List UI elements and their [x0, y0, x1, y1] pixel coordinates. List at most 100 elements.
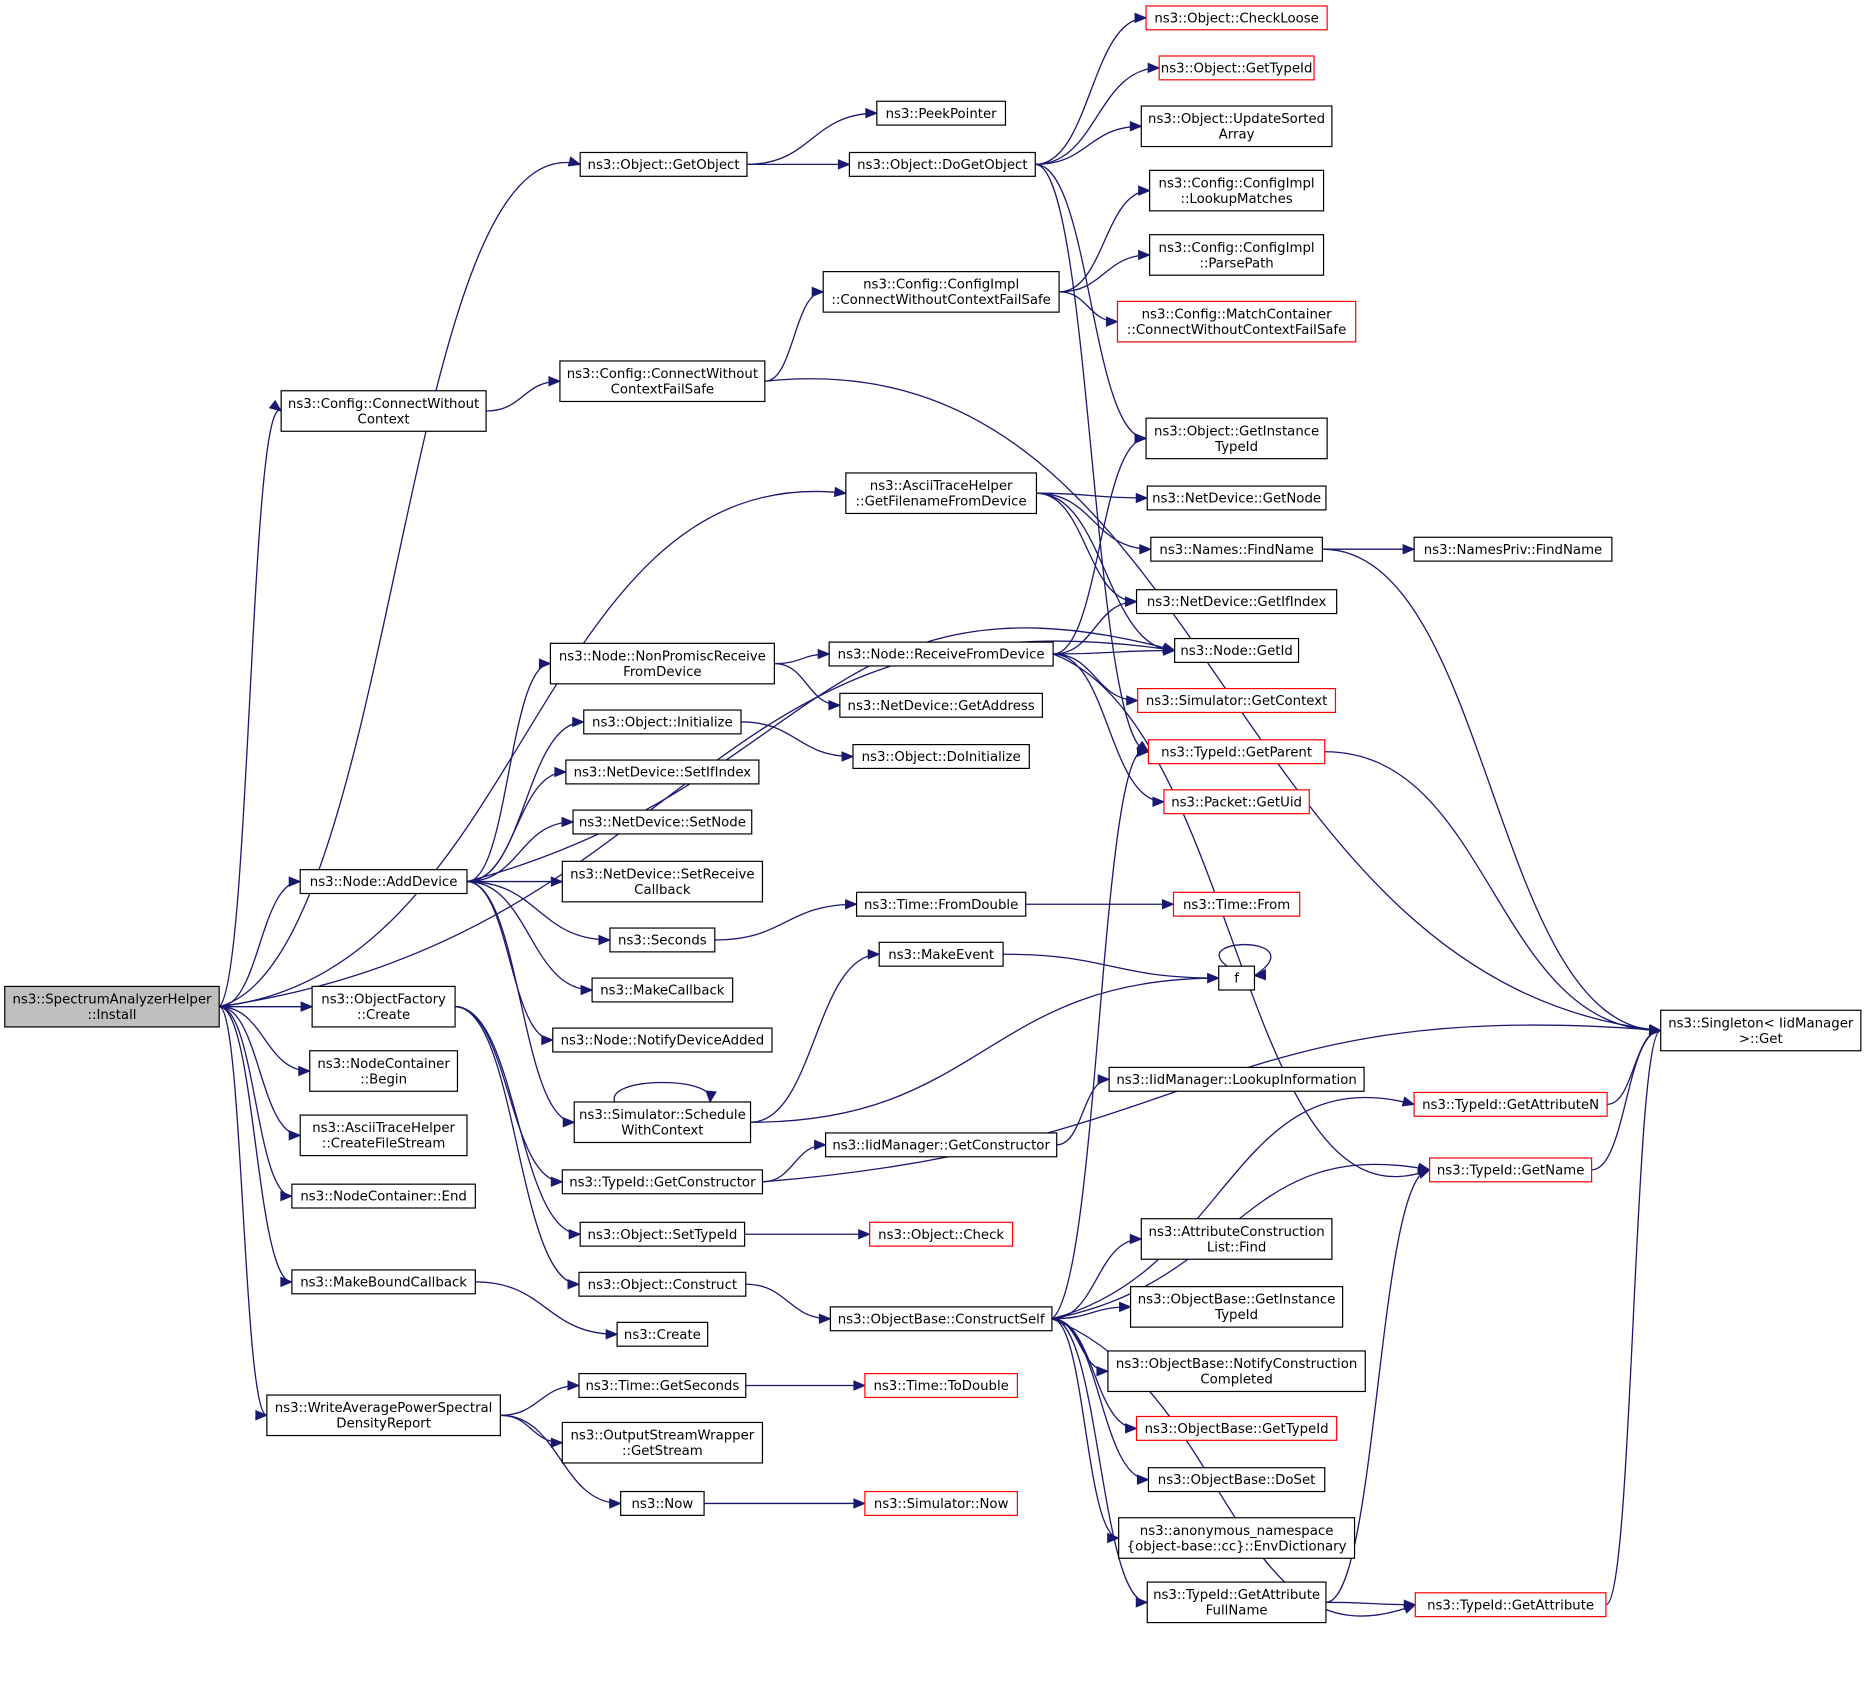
node-ndGetIfIndex[interactable]: ns3::NetDevice::GetIfIndex — [1135, 589, 1338, 615]
node-box — [578, 1372, 747, 1399]
node-box — [864, 1372, 1018, 1399]
node-makeBoundCallback[interactable]: ns3::MakeBoundCallback — [291, 1269, 476, 1295]
node-typeIdGetName[interactable]: ns3::TypeId::GetName — [1428, 1157, 1593, 1183]
node-timeGetSeconds[interactable]: ns3::Time::GetSeconds — [578, 1372, 747, 1399]
node-objCheck[interactable]: ns3::Object::Check — [869, 1221, 1014, 1247]
node-now[interactable]: ns3::Now — [620, 1490, 705, 1516]
edge-constructSelf-to-typeIdGetAttrN — [1051, 1097, 1415, 1320]
arrowhead-receiveFromDevice — [817, 648, 831, 660]
node-singletonGet[interactable]: ns3::Singleton< IidManager>::Get — [1660, 1009, 1862, 1052]
node-simGetContext[interactable]: ns3::Simulator::GetContext — [1137, 687, 1337, 714]
node-iidGetConstructor[interactable]: ns3::IidManager::GetConstructor — [824, 1132, 1058, 1158]
node-namesFind[interactable]: ns3::Names::FindName — [1150, 536, 1323, 562]
node-create[interactable]: ns3::Create — [616, 1321, 709, 1347]
node-typeIdGetAttr[interactable]: ns3::TypeId::GetAttribute — [1414, 1592, 1607, 1618]
node-label: ns3::Object::SetTypeId — [587, 1228, 737, 1243]
edge-receiveFromDevice-to-packetGetUid — [1053, 653, 1164, 803]
node-receiveFromDevice[interactable]: ns3::Node::ReceiveFromDevice — [828, 641, 1054, 667]
node-objGetTypeId[interactable]: ns3::Object::GetTypeId — [1158, 55, 1315, 81]
node-ndGetAddress[interactable]: ns3::NetDevice::GetAddress — [839, 692, 1044, 718]
edge-simSchedule-to-f — [750, 977, 1219, 1123]
node-iidLookup[interactable]: ns3::IidManager::LookupInformation — [1108, 1066, 1365, 1092]
node-writeAvg[interactable]: ns3::WriteAveragePowerSpectralDensityRep… — [266, 1394, 501, 1437]
node-matchContainer[interactable]: ns3::Config::MatchContainer::ConnectWith… — [1116, 300, 1357, 343]
node-nodeGetId[interactable]: ns3::Node::GetId — [1174, 637, 1300, 663]
node-objSetTypeId[interactable]: ns3::Object::SetTypeId — [579, 1221, 746, 1247]
node-nodeNotify[interactable]: ns3::Node::NotifyDeviceAdded — [552, 1027, 773, 1053]
node-ndSetNode[interactable]: ns3::NetDevice::SetNode — [572, 809, 753, 835]
node-nodeAddDevice[interactable]: ns3::Node::AddDevice — [299, 869, 468, 895]
node-f[interactable]: f — [1218, 965, 1256, 991]
edge-cfgConnectFS-to-singletonGet — [764, 378, 1661, 1032]
node-label: ::LookupMatches — [1180, 192, 1292, 207]
node-cfgConnectFS[interactable]: ns3::Config::ConnectWithoutContextFailSa… — [559, 360, 766, 403]
arrowhead-now — [609, 1498, 623, 1509]
node-simNow[interactable]: ns3::Simulator::Now — [864, 1490, 1018, 1516]
node-cfgImplConnect[interactable]: ns3::Config::ConfigImpl::ConnectWithoutC… — [822, 271, 1060, 313]
node-timeFrom[interactable]: ns3::Time::From — [1172, 891, 1301, 917]
node-objFactoryCreate[interactable]: ns3::ObjectFactory::Create — [311, 985, 456, 1028]
node-typeIdGetParent[interactable]: ns3::TypeId::GetParent — [1147, 739, 1326, 765]
node-label: ns3::Object::UpdateSorted — [1148, 112, 1325, 127]
node-asciiCreateFile[interactable]: ns3::AsciiTraceHelper::CreateFileStream — [299, 1114, 468, 1157]
arrowhead-doGetObject — [837, 159, 851, 170]
node-makeCallback[interactable]: ns3::MakeCallback — [591, 977, 734, 1003]
node-box — [583, 709, 742, 735]
node-makeEvent[interactable]: ns3::MakeEvent — [878, 941, 1004, 967]
node-ncEnd[interactable]: ns3::NodeContainer::End — [291, 1183, 476, 1209]
edge-asciiGetFilename-to-nodeGetId — [1036, 492, 1175, 652]
node-envDictionary[interactable]: ns3::anonymous_namespace{object-base::cc… — [1118, 1517, 1356, 1559]
node-peekPointer[interactable]: ns3::PeekPointer — [876, 100, 1007, 126]
node-namesPrivFind[interactable]: ns3::NamesPriv::FindName — [1413, 536, 1613, 562]
node-label: ns3::AsciiTraceHelper — [312, 1121, 455, 1136]
arrowhead-timeFromDouble — [845, 898, 858, 910]
node-constructSelf[interactable]: ns3::ObjectBase::ConstructSelf — [829, 1306, 1053, 1332]
node-label: TypeId — [1214, 1308, 1258, 1323]
node-obNotifyConstr[interactable]: ns3::ObjectBase::NotifyConstructionCompl… — [1107, 1350, 1366, 1393]
node-timeToDouble[interactable]: ns3::Time::ToDouble — [864, 1372, 1018, 1399]
arrowhead-constructSelf — [818, 1313, 832, 1325]
node-doGetObject[interactable]: ns3::Object::DoGetObject — [848, 151, 1036, 177]
node-box — [1118, 1517, 1356, 1559]
node-asciiGetFilename[interactable]: ns3::AsciiTraceHelper::GetFilenameFromDe… — [845, 472, 1038, 515]
node-obDoSet[interactable]: ns3::ObjectBase::DoSet — [1147, 1467, 1326, 1493]
edge-typeIdGetAttr-to-singletonGet — [1605, 1029, 1662, 1606]
node-parsePath[interactable]: ns3::Config::ConfigImpl::ParsePath — [1149, 234, 1325, 276]
edge-root-to-getObject — [219, 161, 581, 1008]
node-box — [291, 1183, 476, 1209]
node-label: ns3::WriteAveragePowerSpectral — [275, 1401, 493, 1416]
node-obGetTypeId[interactable]: ns3::ObjectBase::GetTypeId — [1135, 1415, 1338, 1441]
node-ndGetNode[interactable]: ns3::NetDevice::GetNode — [1146, 485, 1327, 511]
node-objInitialize[interactable]: ns3::Object::Initialize — [583, 709, 742, 735]
node-label: ns3::TypeId::GetParent — [1161, 745, 1312, 760]
node-ndSetIfIndex[interactable]: ns3::NetDevice::SetIfIndex — [565, 759, 760, 785]
edge-namesFind-to-singletonGet — [1322, 548, 1661, 1032]
arrowhead-typeIdGetParent — [1136, 740, 1150, 753]
arrowhead-objInitialize — [572, 716, 586, 728]
edge-receiveFromDevice-to-typeIdGetName — [1052, 653, 1430, 1178]
node-checkLoose[interactable]: ns3::Object::CheckLoose — [1145, 5, 1328, 31]
node-outputGetStream[interactable]: ns3::OutputStreamWrapper::GetStream — [561, 1421, 764, 1464]
node-objConstruct[interactable]: ns3::Object::Construct — [578, 1271, 747, 1297]
node-timeFromDouble[interactable]: ns3::Time::FromDouble — [855, 891, 1027, 917]
node-packetGetUid[interactable]: ns3::Packet::GetUid — [1163, 789, 1310, 815]
node-typeIdGetAttrN[interactable]: ns3::TypeId::GetAttributeN — [1413, 1091, 1608, 1117]
node-typeIdGetConstructor[interactable]: ns3::TypeId::GetConstructor — [561, 1169, 764, 1195]
node-lookupMatches[interactable]: ns3::Config::ConfigImpl::LookupMatches — [1149, 169, 1325, 212]
arrowhead-updateSorted — [1129, 121, 1143, 132]
node-cfgConnect[interactable]: ns3::Config::ConnectWithoutContext — [280, 390, 487, 432]
node-getObject[interactable]: ns3::Object::GetObject — [579, 151, 748, 177]
edge-receiveFromDevice-to-nodeGetId — [1053, 649, 1175, 655]
node-ncBegin[interactable]: ns3::NodeContainer::Begin — [309, 1050, 459, 1092]
node-seconds[interactable]: ns3::Seconds — [609, 927, 716, 953]
node-root[interactable]: ns3::SpectrumAnalyzerHelper::Install — [4, 985, 220, 1028]
node-objDoInitialize[interactable]: ns3::Object::DoInitialize — [852, 743, 1030, 770]
